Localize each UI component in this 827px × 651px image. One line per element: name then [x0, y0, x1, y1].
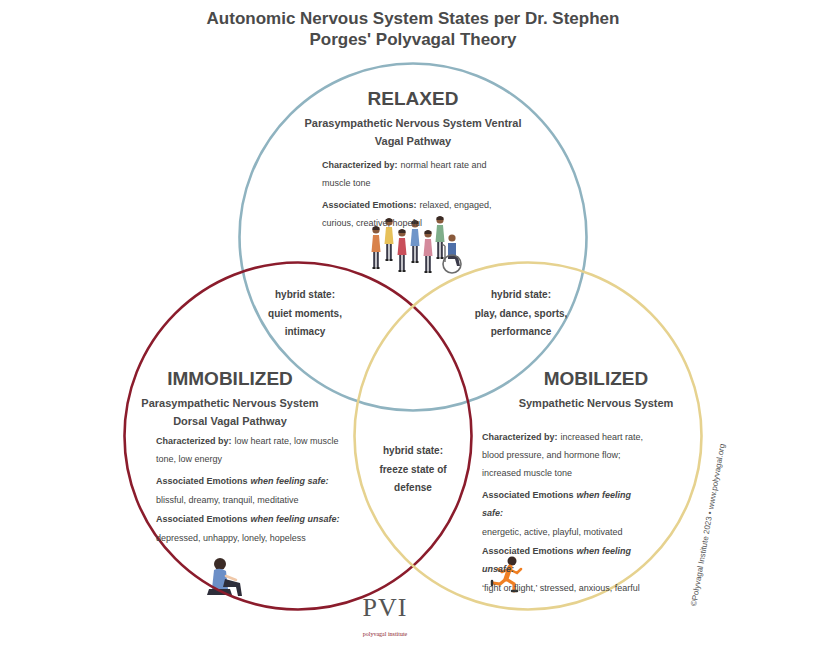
pathway-subtitle: Parasympathetic Nervous System Ventral V… — [304, 117, 521, 147]
text-row: RELAXED — [303, 88, 523, 110]
text-row: Associated Emotionswhen feeling safe: — [482, 484, 647, 520]
text-row: blissful, dreamy, tranquil, meditative — [156, 489, 340, 507]
state-heading: MOBILIZED — [496, 368, 696, 390]
text: PVI — [363, 593, 408, 622]
sitting-person — [207, 558, 242, 596]
pathway-subtitle: Parasympathetic Nervous System Dorsal Va… — [141, 397, 318, 427]
text: Characterized by: — [482, 432, 558, 442]
text: polyvagal institute — [363, 631, 408, 637]
text-row: Associated Emotionswhen feeling unsafe: — [482, 540, 647, 576]
text-row: play, dance, sports, performance — [466, 303, 576, 339]
circle-outline — [238, 62, 588, 412]
copyright-note: ©Polyvagal Institute 2023 • www.polyvaga… — [676, 405, 736, 645]
text-row: Characterized by:normal heart rate and m… — [322, 154, 507, 190]
text: hybrid state: — [491, 289, 551, 300]
text-row: hybrid state: — [255, 284, 355, 302]
text: ©Polyvagal Institute 2023 • www.polyvaga… — [689, 443, 726, 607]
text: depressed, unhappy, lonely, hopeless — [156, 533, 306, 543]
text-row: PVI — [330, 594, 440, 621]
circle-stroke — [125, 263, 472, 610]
relaxed-circle: RELAXED Parasympathetic Nervous System Ve… — [238, 62, 588, 412]
text-row: IMMOBILIZED — [124, 368, 336, 390]
text: energetic, active, playful, motivated — [482, 527, 623, 537]
text-row: ©Polyvagal Institute 2023 • www.polyvaga… — [676, 405, 735, 644]
text: hybrid state: — [383, 445, 443, 456]
logo: PVI polyvagal institute — [330, 594, 440, 641]
text-row: Parasympathetic Nervous System Ventral V… — [303, 113, 523, 149]
text-row: Associated Emotionswhen feeling unsafe: — [156, 508, 340, 526]
state-heading: RELAXED — [303, 88, 523, 110]
text-row: hybrid state: — [365, 440, 461, 458]
text-row: polyvagal institute — [330, 622, 440, 640]
hybrid-state-label: hybrid state: freeze state of defense — [365, 440, 461, 496]
pathway-subtitle: Sympathetic Nervous System — [519, 397, 674, 409]
circle-stroke — [355, 263, 702, 610]
text: Associated Emotions: — [322, 200, 417, 210]
text-row: energetic, active, playful, motivated — [482, 521, 647, 539]
text-row: freeze state of defense — [365, 459, 461, 495]
text: quiet moments, intimacy — [268, 308, 342, 337]
diagram-title: Autonomic Nervous System States per Dr. … — [203, 8, 623, 50]
text-row: hybrid state: — [466, 284, 576, 302]
text-row: Characterized by:increased heart rate, b… — [482, 426, 647, 480]
text: hybrid state: — [275, 289, 335, 300]
text: Associated Emotions — [482, 546, 574, 556]
text-row: Associated Emotionswhen feeling safe: — [156, 470, 340, 488]
state-header: RELAXED Parasympathetic Nervous System Ve… — [303, 88, 523, 150]
text-row: depressed, unhappy, lonely, hopeless — [156, 527, 340, 545]
state-description: Characterized by:low heart rate, low mus… — [156, 430, 340, 546]
text: ‘fight or flight,’ stressed, anxious, fe… — [482, 583, 640, 593]
text-row: ‘fight or flight,’ stressed, anxious, fe… — [482, 577, 647, 595]
text: Associated Emotions — [156, 476, 248, 486]
text: when feeling unsafe: — [251, 514, 340, 524]
text: freeze state of defense — [379, 464, 446, 493]
hybrid-state-label: hybrid state: quiet moments, intimacy — [255, 284, 355, 340]
state-description: Characterized by:normal heart rate and m… — [322, 154, 507, 231]
state-description: Characterized by:increased heart rate, b… — [482, 426, 647, 596]
state-header: MOBILIZED Sympathetic Nervous System — [496, 368, 696, 412]
text-row: Parasympathetic Nervous System Dorsal Va… — [124, 393, 336, 429]
text-row: Associated Emotions:relaxed, engaged, cu… — [322, 194, 507, 230]
text: blissful, dreamy, tranquil, meditative — [156, 495, 298, 505]
text: Characterized by: — [156, 436, 232, 446]
text-row: Sympathetic Nervous System — [496, 393, 696, 411]
text-row: MOBILIZED — [496, 368, 696, 390]
state-heading: IMMOBILIZED — [124, 368, 336, 390]
wheelchair-figure — [442, 234, 461, 273]
text: Associated Emotions — [156, 514, 248, 524]
text: Characterized by: — [322, 160, 398, 170]
circle-stroke — [240, 64, 587, 411]
text-row: quiet moments, intimacy — [255, 303, 355, 339]
text: when feeling safe: — [251, 476, 329, 486]
text: Associated Emotions — [482, 490, 574, 500]
text-row: Characterized by:low heart rate, low mus… — [156, 430, 340, 466]
hybrid-state-label: hybrid state: play, dance, sports, perfor… — [466, 284, 576, 340]
state-header: IMMOBILIZED Parasympathetic Nervous Syste… — [124, 368, 336, 430]
text: play, dance, sports, performance — [475, 308, 568, 337]
